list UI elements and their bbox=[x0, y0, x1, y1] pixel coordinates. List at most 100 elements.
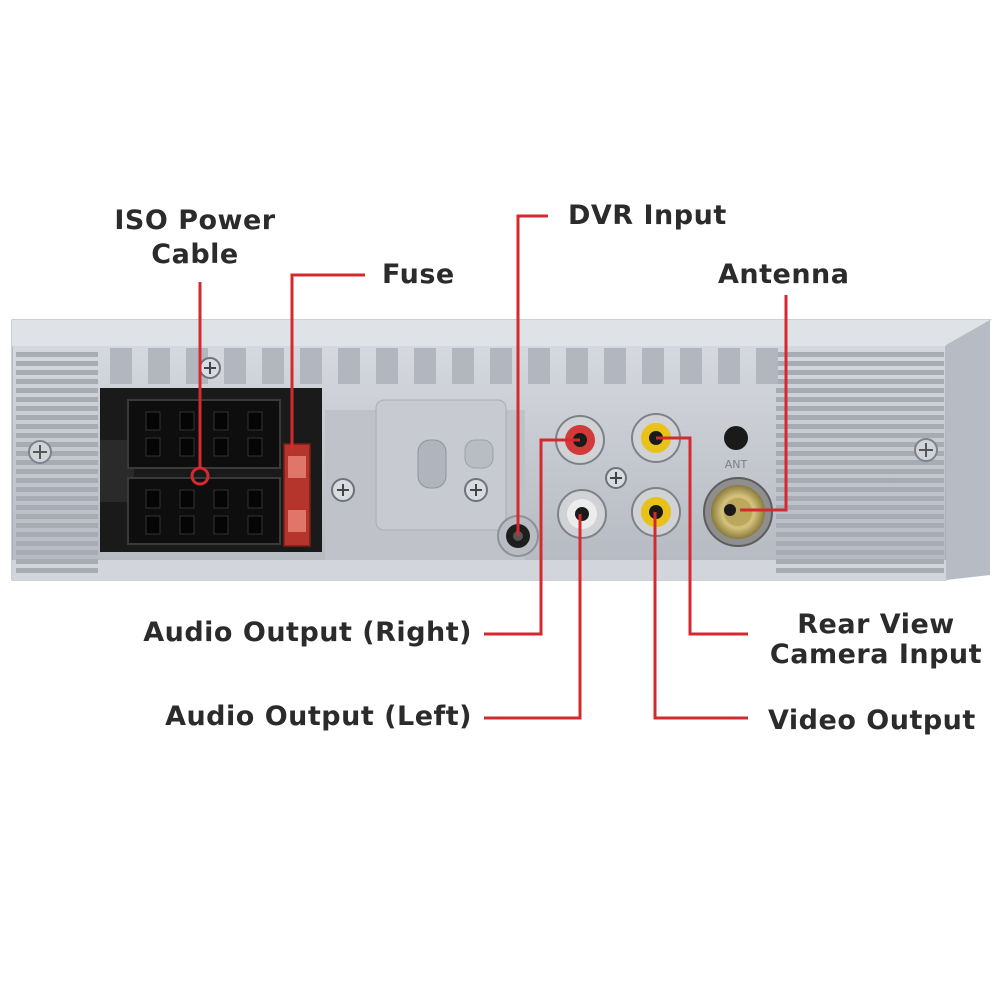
label-rear-cam-line2: Camera Input bbox=[769, 639, 983, 670]
top-rib bbox=[262, 348, 284, 384]
fin-slot bbox=[776, 451, 944, 456]
iso-pin bbox=[247, 515, 263, 535]
video-output-callout-line bbox=[653, 512, 748, 720]
fin-slot bbox=[16, 406, 98, 411]
fin-slot bbox=[776, 388, 944, 393]
iso-pin bbox=[247, 489, 263, 509]
fin-slot bbox=[776, 514, 944, 519]
fin-slot bbox=[16, 397, 98, 402]
fin-slot bbox=[16, 487, 98, 492]
iso-callout-marker bbox=[190, 466, 210, 486]
fin-slot bbox=[776, 568, 944, 573]
top-screw bbox=[199, 357, 221, 379]
fin-slot bbox=[776, 469, 944, 474]
top-rib bbox=[680, 348, 702, 384]
iso-pin bbox=[247, 411, 263, 431]
top-rib bbox=[110, 348, 132, 384]
top-rib bbox=[224, 348, 246, 384]
top-rib bbox=[338, 348, 360, 384]
fin-slot bbox=[16, 568, 98, 573]
fin-slot bbox=[16, 379, 98, 384]
fin-slot bbox=[776, 397, 944, 402]
iso-pin bbox=[179, 411, 195, 431]
left-heat-sink bbox=[16, 352, 98, 573]
top-rib bbox=[718, 348, 740, 384]
fin-slot bbox=[16, 451, 98, 456]
top-rib bbox=[148, 348, 170, 384]
top-rib bbox=[528, 348, 550, 384]
fin-slot bbox=[776, 406, 944, 411]
fin-slot bbox=[16, 532, 98, 537]
label-iso-power-line2: Cable bbox=[151, 239, 239, 270]
fin-slot bbox=[16, 478, 98, 483]
top-rib bbox=[376, 348, 398, 384]
fin-slot bbox=[776, 550, 944, 555]
top-rib bbox=[642, 348, 664, 384]
fin-slot bbox=[16, 550, 98, 555]
iso-pin bbox=[179, 489, 195, 509]
fin-slot bbox=[776, 415, 944, 420]
fin-slot bbox=[776, 361, 944, 366]
label-audio-output-right: Audio Output (Right) bbox=[143, 617, 472, 648]
label-antenna: Antenna bbox=[718, 259, 850, 290]
iso-pin bbox=[145, 437, 161, 457]
top-rib bbox=[300, 348, 322, 384]
right-heat-sink bbox=[776, 352, 944, 573]
fin-slot bbox=[16, 541, 98, 546]
fin-slot bbox=[16, 505, 98, 510]
fin-slot bbox=[776, 496, 944, 501]
iso-pin bbox=[179, 437, 195, 457]
fin-slot bbox=[776, 505, 944, 510]
fin-slot bbox=[16, 523, 98, 528]
right-mount-screw bbox=[914, 438, 938, 462]
iso-pin bbox=[213, 489, 229, 509]
iso-pin bbox=[213, 411, 229, 431]
fin-slot bbox=[16, 415, 98, 420]
top-rib bbox=[756, 348, 778, 384]
fin-slot bbox=[776, 559, 944, 564]
center-screw bbox=[331, 478, 355, 502]
iso-pin bbox=[145, 411, 161, 431]
audio-right-callout-line bbox=[484, 438, 580, 636]
iso-pin bbox=[145, 489, 161, 509]
top-rib bbox=[490, 348, 512, 384]
fin-slot bbox=[776, 379, 944, 384]
top-rib bbox=[566, 348, 588, 384]
fin-slot bbox=[16, 469, 98, 474]
left-mount-screw bbox=[28, 440, 52, 464]
fin-slot bbox=[16, 496, 98, 501]
iso-pin bbox=[213, 437, 229, 457]
iso-pin bbox=[213, 515, 229, 535]
iso-pin bbox=[179, 515, 195, 535]
fin-slot bbox=[776, 424, 944, 429]
fin-slot bbox=[776, 442, 944, 447]
fin-slot bbox=[16, 559, 98, 564]
fin-slot bbox=[776, 478, 944, 483]
rca-center-screw bbox=[605, 467, 627, 489]
top-rib bbox=[452, 348, 474, 384]
audio-left-callout-line bbox=[484, 514, 582, 720]
label-rear-view-camera-input: Rear View Camera Input bbox=[756, 610, 996, 670]
fin-slot bbox=[16, 370, 98, 375]
top-rib bbox=[414, 348, 436, 384]
antenna-jack bbox=[703, 477, 773, 547]
antenna-callout-line bbox=[740, 295, 788, 512]
fin-slot bbox=[16, 424, 98, 429]
center-recess bbox=[325, 399, 525, 560]
fin-slot bbox=[16, 460, 98, 465]
fin-slot bbox=[776, 352, 944, 357]
iso-pin bbox=[247, 437, 263, 457]
fuse-callout-line bbox=[290, 273, 365, 450]
ant-hole bbox=[724, 426, 748, 450]
label-fuse: Fuse bbox=[382, 259, 455, 290]
fin-slot bbox=[776, 523, 944, 528]
label-audio-output-left: Audio Output (Left) bbox=[165, 701, 472, 732]
fin-slot bbox=[776, 487, 944, 492]
label-iso-power-line1: ISO Power bbox=[114, 205, 276, 236]
fin-slot bbox=[16, 361, 98, 366]
fin-slot bbox=[16, 514, 98, 519]
dvr-callout-line bbox=[516, 214, 548, 536]
fin-slot bbox=[16, 388, 98, 393]
recess-screw bbox=[464, 478, 488, 502]
